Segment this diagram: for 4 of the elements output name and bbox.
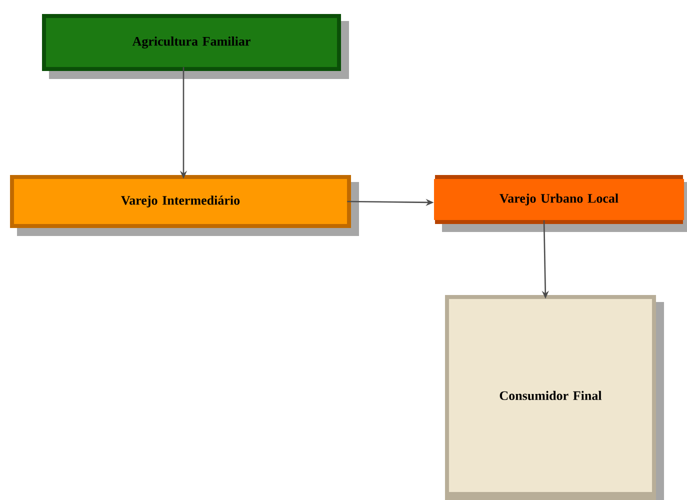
process-box: Consumidor Final [445, 295, 664, 500]
process-box: Agricultura Familiar [42, 14, 349, 79]
process-box: Varejo Intermediário [10, 175, 359, 236]
process-box: Varejo Urbano Local [434, 175, 687, 232]
